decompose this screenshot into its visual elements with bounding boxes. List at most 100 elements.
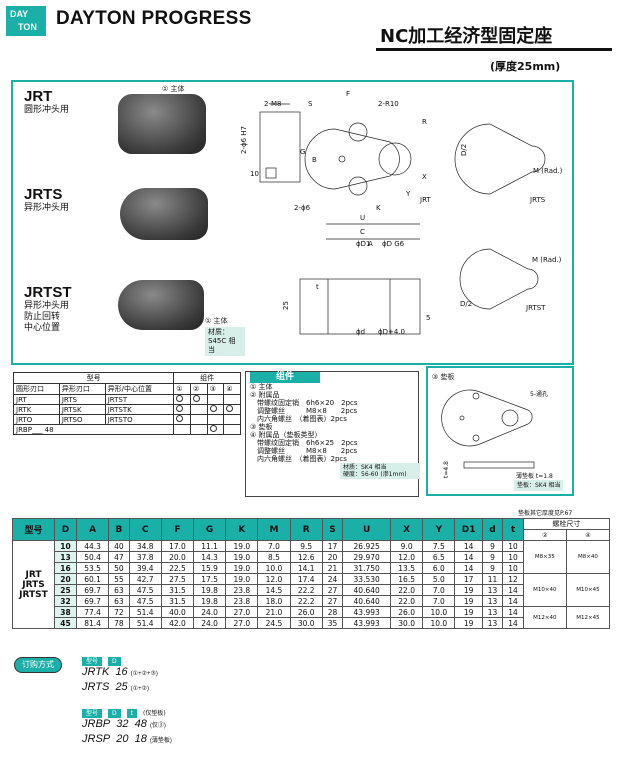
value-cell: 63	[108, 595, 130, 607]
value-cell: 14.3	[193, 551, 227, 563]
product-desc: 异形冲头用	[24, 301, 70, 311]
value-cell: 19.0	[225, 573, 259, 585]
parts-line: 带螺纹固定销 6h6×20 2pcs	[250, 399, 358, 407]
label-f: F	[346, 90, 350, 98]
label-5: 5	[426, 314, 430, 322]
value-cell: 21	[321, 562, 344, 574]
col-shaped: 异形刃口	[58, 383, 106, 395]
hdr-model: 型号	[12, 372, 175, 384]
main-body-label: ① 主体	[205, 317, 228, 325]
value-cell: 55	[108, 573, 130, 585]
label-k: K	[376, 204, 381, 212]
value-cell: 28	[321, 606, 344, 618]
title-underline	[376, 48, 612, 51]
value-cell: 9	[481, 540, 504, 552]
value-cell: 11.1	[193, 540, 227, 552]
d-cell: 38	[54, 606, 77, 618]
value-cell: 10.0	[257, 562, 291, 574]
value-cell: 47.5	[128, 584, 162, 596]
label-d2: D/2	[460, 144, 468, 156]
page-title: NC加工经济型固定座	[380, 26, 553, 47]
value-cell: 40.640	[342, 595, 392, 607]
product-jrts: JRTS 异形冲头用	[24, 186, 69, 214]
order-method-badge: 订购方式	[14, 657, 62, 673]
value-cell: 10	[502, 540, 524, 552]
value-cell: 69.7	[75, 595, 110, 607]
label-a: A	[368, 240, 373, 248]
value-cell: 37.8	[128, 551, 162, 563]
value-cell: 27	[321, 584, 344, 596]
bolt-cell: M12×45	[565, 606, 611, 629]
value-cell: 13	[481, 595, 504, 607]
value-cell: 39.4	[128, 562, 162, 574]
parts-line: 调整螺丝 M8×8 2pcs	[250, 407, 358, 415]
label-ten: 10	[250, 170, 259, 178]
value-cell: 27	[321, 595, 344, 607]
material-box: 材质：S45C 相当	[205, 327, 245, 356]
value-cell: 42.0	[160, 617, 195, 629]
bolt-cell: M8×35	[522, 540, 567, 574]
label-jrts: JRTS	[529, 196, 546, 204]
value-cell: 50	[108, 562, 130, 574]
col-4: ④	[223, 383, 241, 395]
value-cell: 20	[321, 551, 344, 563]
value-cell: 14	[502, 584, 524, 596]
value-cell: 14	[502, 617, 524, 629]
label-r10: 2-R10	[378, 100, 399, 108]
value-cell: 17	[454, 573, 483, 585]
value-cell: 7.0	[422, 595, 456, 607]
label-s: S	[308, 100, 313, 108]
bolt-cell: M8×40	[565, 540, 611, 574]
parts-line: 带螺纹固定销 6h6×25 2pcs	[250, 439, 358, 447]
d-cell: 45	[54, 617, 77, 629]
label-g: G	[300, 148, 305, 156]
value-cell: 12.0	[257, 573, 291, 585]
value-cell: 13	[481, 606, 504, 618]
value-cell: 14	[502, 595, 524, 607]
plate-thin: 薄垫板 t=1.8	[516, 472, 553, 480]
bolt-cell: M10×40	[522, 573, 567, 607]
value-cell: 69.7	[75, 584, 110, 596]
value-cell: 24.0	[193, 617, 227, 629]
parts-line: ④ 附属品（垫板类型）	[250, 431, 322, 439]
parts-title: 组件	[250, 372, 320, 383]
value-cell: 24.5	[257, 617, 291, 629]
label-d1: ϕD1	[356, 240, 370, 248]
value-cell: 9	[481, 551, 504, 563]
col-center: 异形/中心位置	[104, 383, 175, 395]
value-cell: 14	[454, 562, 483, 574]
value-cell: 14.5	[257, 584, 291, 596]
bolt-cell: M10×45	[565, 573, 611, 607]
value-cell: 26.925	[342, 540, 392, 552]
value-cell: 14	[502, 606, 524, 618]
value-cell: 12.0	[390, 551, 424, 563]
parts-line: ③ 垫板	[250, 423, 273, 431]
value-cell: 35	[321, 617, 344, 629]
value-cell: 22.0	[390, 584, 424, 596]
value-cell: 7.5	[422, 540, 456, 552]
value-cell: 19.8	[193, 584, 227, 596]
plate-holes-label: 5-通孔	[530, 390, 548, 398]
value-cell: 13	[481, 617, 504, 629]
value-cell: 63	[108, 584, 130, 596]
parts-line: ② 附属品	[250, 391, 280, 399]
value-cell: 9.0	[390, 540, 424, 552]
value-cell: 10.0	[422, 617, 456, 629]
value-cell: 12	[502, 573, 524, 585]
value-cell: 18.0	[257, 595, 291, 607]
value-cell: 22.0	[390, 595, 424, 607]
value-cell: 27.0	[225, 617, 259, 629]
product-name: JRTST	[24, 284, 72, 301]
value-cell: 21.0	[257, 606, 291, 618]
value-cell: 6.5	[422, 551, 456, 563]
product-desc: 中心位置	[24, 323, 61, 333]
d-cell: 10	[54, 540, 77, 552]
